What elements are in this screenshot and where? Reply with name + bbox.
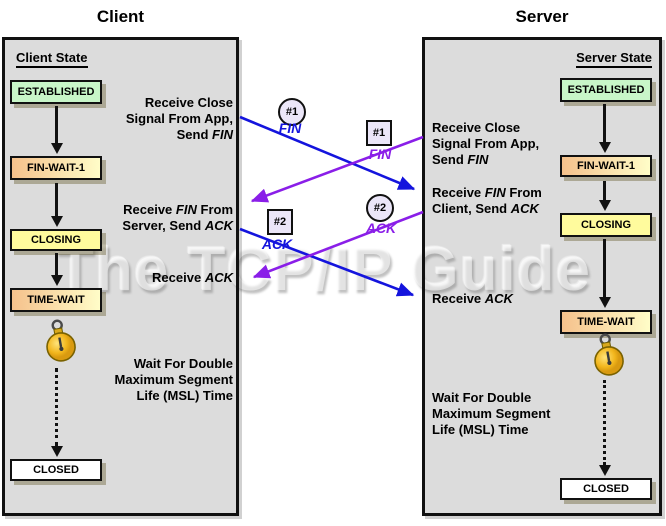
server-flow-arrow-3 (598, 239, 611, 308)
client-annotation-recv-ack: Receive ACK (152, 270, 233, 285)
client-ack-badge: #2 (267, 209, 293, 235)
arrow-head-icon (50, 143, 63, 154)
server-annotation-recv-fin: Receive FIN From Client, Send ACK (432, 185, 542, 216)
client-annotation-msl-wait: Wait For Double Maximum Segment Life (MS… (114, 356, 233, 403)
server-ack-label: ACK (365, 220, 397, 236)
arrow-head-icon (598, 465, 611, 476)
client-state-fin-wait-1: FIN-WAIT-1 (10, 156, 102, 180)
arrow-head-icon (598, 297, 611, 308)
server-state-closing: CLOSING (560, 213, 652, 237)
server-msl-wait-arrow (598, 380, 611, 476)
client-fin-label: FIN (278, 120, 302, 136)
server-ack-badge: #2 (366, 194, 394, 222)
client-title: Client (96, 7, 145, 26)
client-msl-wait-arrow (50, 368, 63, 457)
client-flow-arrow-2 (50, 183, 63, 227)
server-title: Server (515, 7, 569, 26)
server-annotation-send-fin: Receive Close Signal From App, Send FIN (432, 120, 540, 167)
server-annotation-recv-ack: Receive ACK (432, 291, 513, 306)
client-flow-arrow-3 (50, 253, 63, 286)
server-state-time-wait: TIME-WAIT (560, 310, 652, 334)
server-fin-badge: #1 (366, 120, 392, 146)
server-flow-arrow-2 (598, 181, 611, 211)
client-ack-label: ACK (261, 236, 293, 252)
server-state-established: ESTABLISHED (560, 78, 652, 102)
client-state-established: ESTABLISHED (10, 80, 102, 104)
clock-icon (41, 316, 79, 371)
server-panel-fill (422, 37, 662, 516)
client-state-closed: CLOSED (10, 459, 102, 481)
clock-icon (589, 330, 627, 385)
server-state-closed: CLOSED (560, 478, 652, 500)
client-annotation-recv-fin: Receive FIN From Server, Send ACK (122, 202, 233, 233)
server-flow-arrow-1 (598, 104, 611, 153)
client-flow-arrow-1 (50, 106, 63, 154)
client-state-closing: CLOSING (10, 229, 102, 251)
server-state-heading: Server State (422, 50, 652, 68)
client-state-heading: Client State (16, 50, 88, 68)
client-annotation-send-fin: Receive Close Signal From App, Send FIN (125, 95, 233, 142)
arrow-head-icon (50, 446, 63, 457)
server-fin-label: FIN (368, 146, 392, 162)
arrow-head-icon (598, 200, 611, 211)
arrow-head-icon (598, 142, 611, 153)
arrow-head-icon (50, 216, 63, 227)
server-annotation-msl-wait: Wait For Double Maximum Segment Life (MS… (432, 390, 551, 437)
arrow-head-icon (50, 275, 63, 286)
server-state-fin-wait-1: FIN-WAIT-1 (560, 155, 652, 177)
client-state-time-wait: TIME-WAIT (10, 288, 102, 312)
client-panel-fill (2, 37, 239, 516)
